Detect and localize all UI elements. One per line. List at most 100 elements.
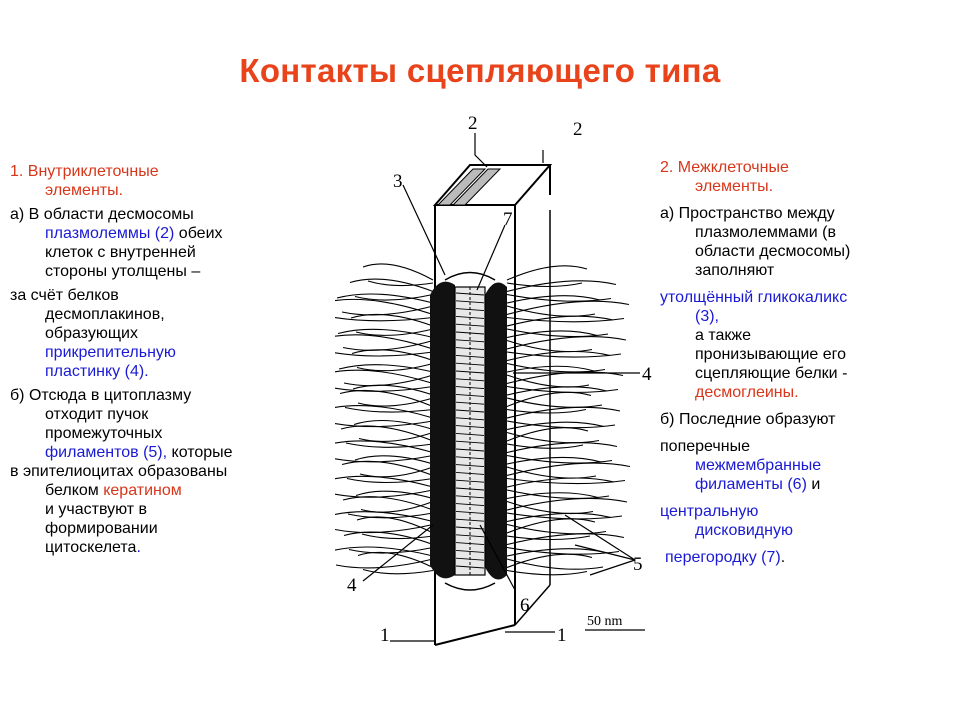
filament-loop-left (350, 313, 434, 336)
filament-loop-right (506, 406, 621, 429)
intermembrane-filament (455, 534, 485, 538)
filament-loop-right (506, 462, 631, 485)
filament-loop-left (349, 278, 434, 301)
right-a-line-3: области десмосомы) (695, 243, 851, 260)
intermembrane-filament (455, 549, 485, 553)
left-d-line-3: и участвуют в (45, 501, 148, 518)
filament-loop-right (506, 533, 625, 555)
filament-loop-right (506, 492, 599, 515)
left-c-line-2: отходит пучок (45, 406, 149, 423)
filament-loop-right (506, 350, 611, 373)
intermembrane-filament (455, 308, 485, 312)
right-b-line-5: сцепляющие белки - (695, 365, 848, 382)
left-a-line-4: стороны утолщены – (45, 263, 201, 280)
filament-loop-right (506, 330, 598, 353)
left-a-line-1: а) В области десмосомы (10, 206, 194, 223)
left-d-line-4: формировании (45, 520, 158, 537)
intermembrane-filament (455, 354, 485, 358)
filament-loop-left (354, 455, 434, 478)
filament-loop-right (506, 518, 596, 541)
filament-loop-right (506, 365, 595, 388)
filament-loop-left (351, 349, 434, 372)
left-c-line-4: филаментов (5), которые (45, 444, 233, 461)
intermembrane-filament (455, 495, 485, 499)
filament-loop-left (335, 298, 434, 322)
scale-label: 50 nm (587, 614, 623, 629)
right-heading-1: 2. Межклеточные (660, 159, 789, 176)
filament-loop-left (362, 263, 434, 287)
left-heading-2: элементы. (45, 182, 124, 199)
intermembrane-filament (455, 526, 485, 530)
right-c-line-7: перегородку (7). (665, 549, 786, 566)
intermembrane-filament (455, 331, 485, 335)
left-c-line-3: промежуточных (45, 425, 163, 442)
right-c-line-2: поперечные (660, 438, 750, 455)
filament-loop-right (506, 456, 602, 479)
right-c-line-1: б) Последние образуют (660, 411, 836, 428)
label-3: 3 (393, 171, 403, 192)
intermembrane-filament (455, 347, 485, 351)
filament-loop-left (340, 425, 434, 448)
intermembrane-filament (455, 471, 485, 475)
label-4-right: 4 (642, 364, 652, 385)
left-b-line-4: прикрепительную (45, 344, 176, 361)
filament-loop-left (342, 496, 434, 519)
label-1-left: 1 (380, 625, 390, 646)
filaments-left (335, 263, 434, 575)
label-4-left: 4 (347, 575, 357, 596)
left-d-line-5: цитоскелета. (45, 539, 141, 556)
right-b-line-6: десмоглеины. (695, 384, 799, 401)
filament-loop-right (506, 512, 612, 535)
filament-loop-right (506, 336, 627, 358)
intracellular-elements-text: 1. Внутриклеточные элементы. а) В област… (10, 162, 330, 557)
right-c-line-4: филаменты (6) и (695, 476, 821, 493)
left-b-line-2: десмоплакинов, (45, 306, 165, 323)
right-a-line-2: плазмолеммами (в (695, 224, 836, 241)
filament-loop-left (339, 389, 434, 413)
label-5: 5 (633, 554, 643, 575)
right-c-line-5: центральную (660, 503, 759, 520)
right-c-line-6: дисковидную (695, 522, 793, 539)
intermembrane-filament (455, 456, 485, 460)
intermembrane-filament (455, 425, 485, 429)
left-d-line-2: белком кератином (45, 482, 182, 499)
intermembrane-filament (455, 393, 485, 397)
intermembrane-filament (455, 323, 485, 327)
intermembrane-filament (455, 300, 485, 304)
filament-loop-left (335, 369, 434, 392)
filament-loop-right (506, 295, 601, 317)
label-2b: 2 (573, 119, 583, 140)
slide-title: Контакты сцепляющего типа (239, 52, 721, 89)
intermembrane-filament (455, 339, 485, 343)
filament-loop-left (335, 334, 434, 357)
right-b-line-1: утолщённый гликокаликс (660, 289, 848, 306)
intermembrane-filament (455, 448, 485, 452)
right-a-line-4: заполняют (695, 262, 775, 279)
filament-loop-right (506, 548, 609, 570)
filament-loop-left (338, 364, 434, 387)
left-d-line-1: в эпителиоцитах образованы (10, 463, 228, 480)
intercellular-elements-text: 2. Межклеточные элементы. а) Пространств… (660, 158, 960, 567)
left-b-line-3: образующих (45, 325, 138, 342)
right-b-line-2: (3), (695, 308, 719, 325)
filament-loop-left (341, 460, 434, 484)
intermembrane-filament (455, 292, 485, 296)
filament-loop-left (356, 516, 434, 540)
intermembrane-filament (455, 518, 485, 522)
intermembrane-filament (455, 401, 485, 405)
intermembrane-filaments (455, 292, 485, 569)
label-7: 7 (503, 209, 513, 230)
left-b-line-5: пластинку (4). (45, 363, 149, 380)
intermembrane-filament (455, 565, 485, 569)
intermembrane-filament (455, 370, 485, 374)
right-c-line-3: межмембранные (695, 457, 822, 474)
filament-loop-right (506, 315, 614, 338)
intermembrane-filament (455, 487, 485, 491)
intermembrane-filament (455, 386, 485, 390)
filament-loop-right (506, 386, 608, 408)
left-c-line-1: б) Отсюда в цитоплазму (10, 387, 192, 404)
filament-loop-right (506, 280, 617, 302)
intermembrane-filament (455, 503, 485, 507)
intermembrane-filament (455, 510, 485, 514)
filament-loop-left (357, 551, 434, 575)
